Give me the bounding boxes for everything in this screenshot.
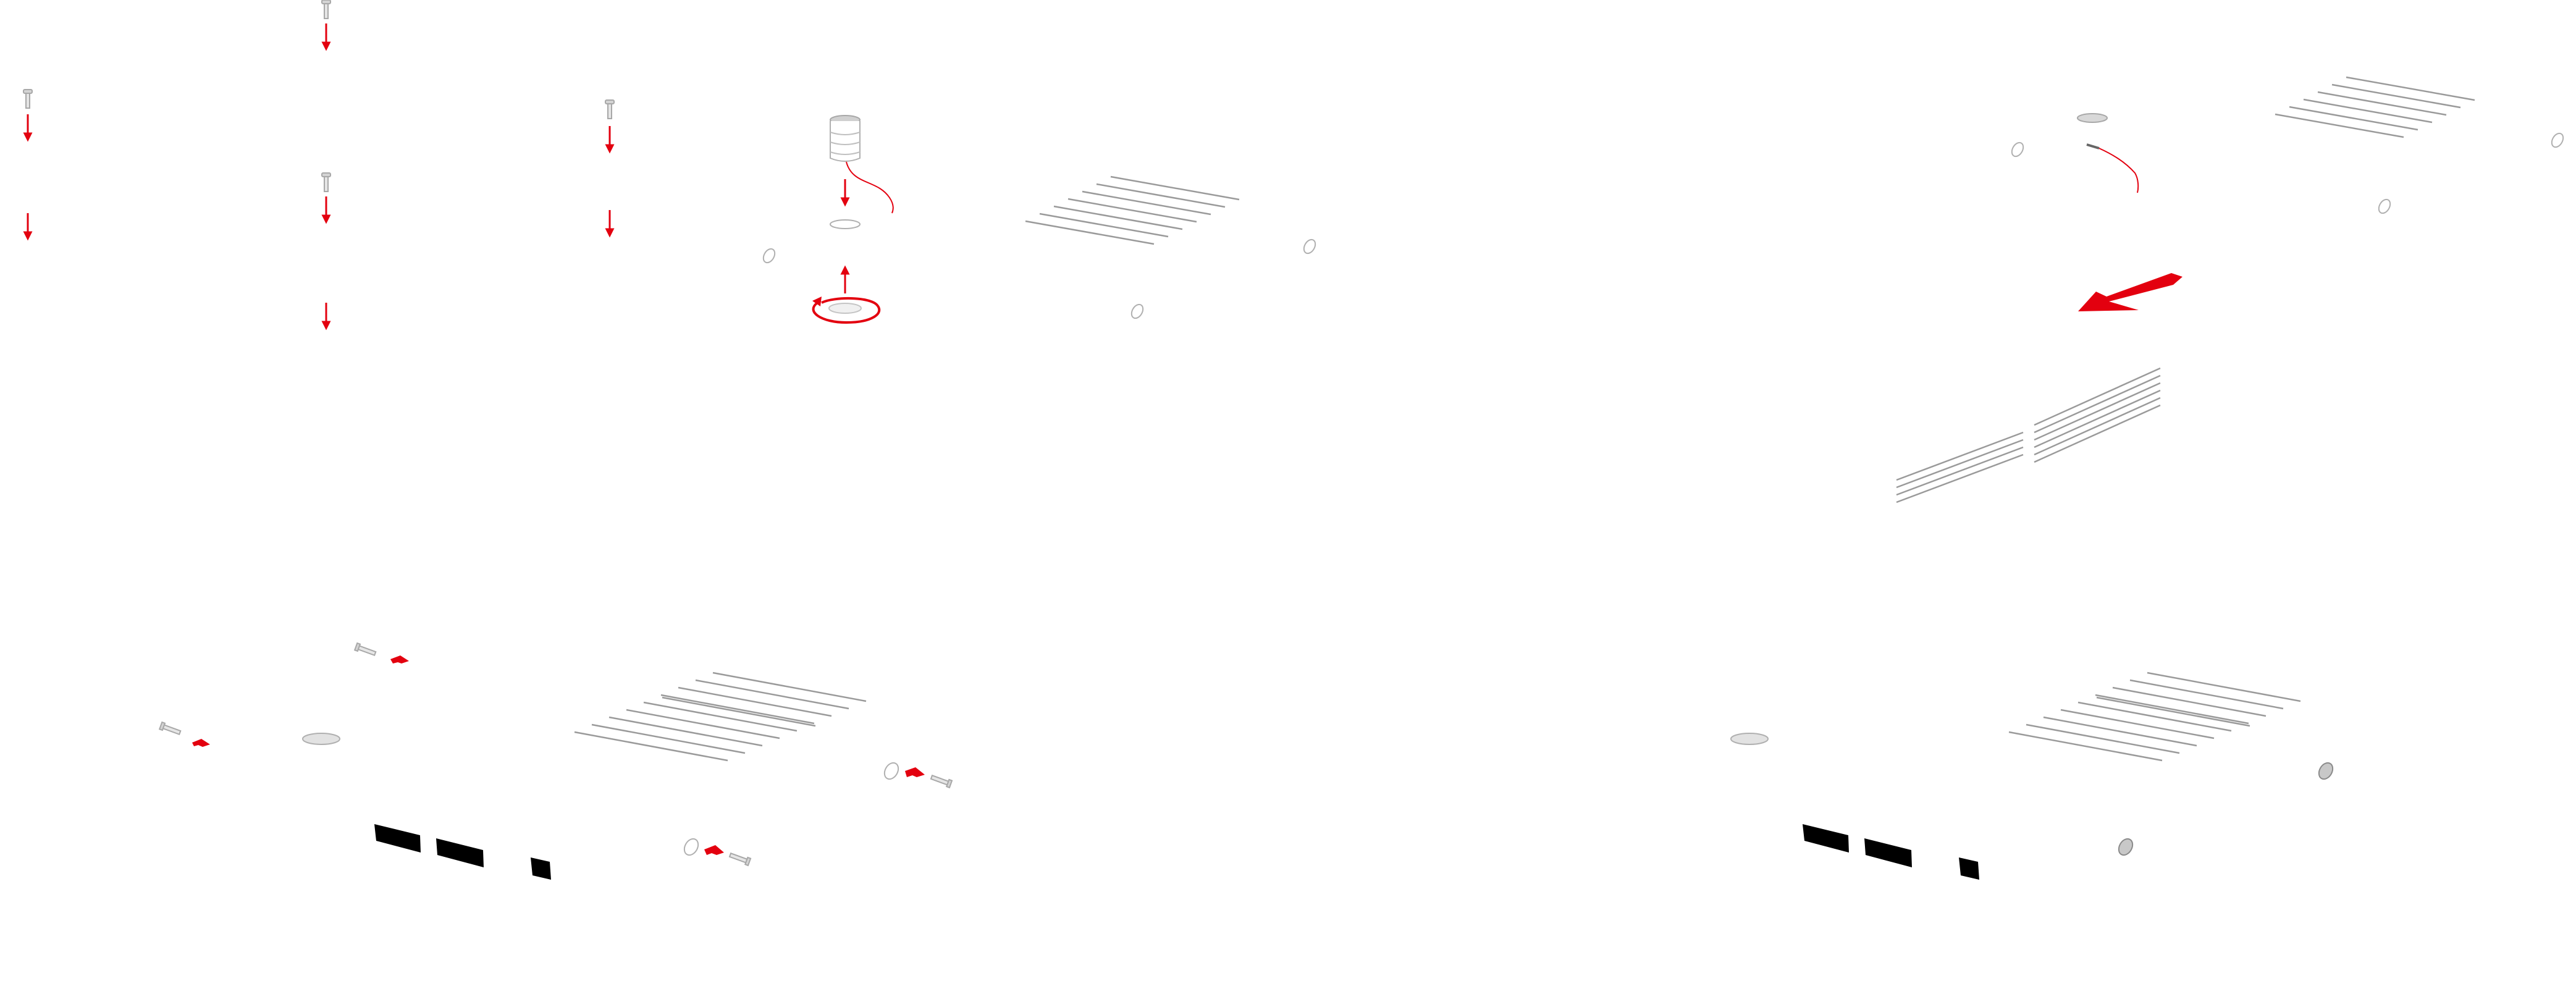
push-arrow-icon <box>905 767 925 777</box>
screw-hole-icon <box>883 762 899 780</box>
speaker-cap-icon <box>2077 113 2108 123</box>
screw-icon <box>321 172 331 192</box>
screw-icon <box>605 99 615 119</box>
screw-hole-icon <box>2551 132 2564 148</box>
vent-grille-icon <box>1025 175 1240 245</box>
foot-pad-icon <box>436 838 484 867</box>
screw-hole-icon <box>762 248 776 264</box>
step-base-screws-removal <box>158 642 953 880</box>
screw-hole-icon <box>1303 238 1316 255</box>
step-screws-removal <box>23 0 615 331</box>
push-arrow-icon <box>390 655 409 663</box>
screw-head-icon <box>2118 838 2134 856</box>
screw-hole-icon <box>2378 198 2391 214</box>
vent-grille-icon <box>2008 672 2301 762</box>
foot-pad-icon <box>1959 857 1979 880</box>
screw-icon <box>321 0 331 19</box>
screw-icon <box>158 721 182 736</box>
vent-grille-icon <box>574 672 867 762</box>
rubber-foot-icon <box>302 733 340 745</box>
step-cover-slide-off <box>1896 76 2564 503</box>
screw-icon <box>930 774 953 789</box>
connector-icon <box>2086 143 2100 150</box>
screw-icon <box>23 89 33 109</box>
rotate-arrow-icon <box>812 297 881 324</box>
screw-head-icon <box>2318 762 2334 780</box>
vent-grille-icon <box>2275 76 2475 138</box>
cable-icon <box>2098 148 2139 193</box>
push-arrow-icon <box>192 739 210 747</box>
foot-pad-icon <box>374 824 421 853</box>
screw-hole-icon <box>683 838 699 856</box>
push-arrow-icon <box>704 845 724 855</box>
foot-pad-icon <box>1803 824 1849 853</box>
screw-hole-icon <box>1130 303 1144 319</box>
screw-hole-icon <box>2011 141 2024 158</box>
vent-grille-icon <box>1896 367 2161 503</box>
rubber-foot-icon <box>1730 733 1769 745</box>
screw-icon <box>353 642 377 657</box>
foot-pad-icon <box>531 857 551 880</box>
ring-icon <box>830 219 861 229</box>
step-base-assembled <box>1730 672 2334 880</box>
slide-arrow-icon <box>2078 273 2182 311</box>
speaker-icon <box>830 115 861 162</box>
step-speaker-replacement <box>762 115 1316 324</box>
screw-icon <box>728 852 752 867</box>
cable-icon <box>846 161 894 214</box>
foot-pad-icon <box>1864 838 1912 867</box>
